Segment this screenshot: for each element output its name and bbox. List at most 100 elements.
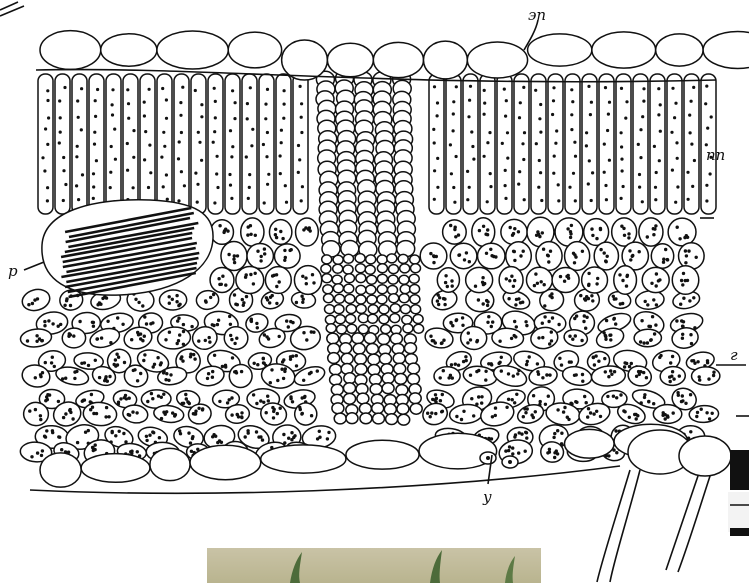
chloroplast	[676, 157, 679, 160]
chloroplast	[39, 414, 42, 417]
chloroplast	[455, 319, 458, 322]
chloroplast	[151, 430, 154, 433]
chloroplast	[64, 183, 67, 186]
mesophyll-cell	[236, 266, 264, 293]
chloroplast	[486, 304, 489, 307]
chloroplast	[556, 429, 559, 432]
vascular-cell	[378, 334, 390, 345]
chloroplast	[680, 279, 683, 282]
chloroplast	[267, 399, 270, 402]
chloroplast	[672, 377, 675, 380]
chloroplast	[212, 324, 215, 327]
chloroplast	[96, 88, 99, 91]
chloroplast	[252, 393, 255, 396]
chloroplast	[653, 332, 656, 335]
chloroplast	[249, 273, 252, 276]
chloroplast	[304, 276, 307, 279]
chloroplast	[297, 171, 300, 174]
chloroplast	[662, 411, 665, 414]
chloroplast	[613, 317, 616, 320]
chloroplast	[63, 86, 66, 89]
chloroplast	[73, 377, 76, 380]
chloroplast	[197, 407, 200, 410]
vascular-cell	[340, 343, 352, 354]
chloroplast	[646, 235, 649, 238]
chloroplast	[470, 130, 473, 133]
chloroplast	[584, 298, 587, 301]
chloroplast	[143, 158, 146, 161]
vascular-cell	[410, 285, 420, 294]
chloroplast	[631, 254, 634, 257]
chloroplast	[614, 322, 617, 325]
chloroplast	[316, 369, 319, 372]
vascular-cell	[393, 353, 405, 364]
chloroplast	[615, 396, 618, 399]
chloroplast	[106, 320, 109, 323]
vascular-cell	[353, 343, 365, 354]
chloroplast	[59, 116, 62, 119]
chloroplast	[442, 339, 445, 342]
chloroplast	[280, 141, 283, 144]
chloroplast	[131, 410, 134, 413]
mesophyll-cell	[614, 266, 637, 295]
chloroplast	[708, 417, 711, 420]
chloroplast	[574, 199, 577, 202]
chloroplast	[662, 261, 665, 264]
epidermis-cell	[81, 454, 150, 483]
chloroplast	[588, 159, 591, 162]
chloroplast	[150, 392, 153, 395]
chloroplast	[444, 281, 447, 284]
chloroplast	[518, 116, 521, 119]
palisade-cell	[72, 74, 87, 214]
chloroplast	[543, 304, 546, 307]
chloroplast	[224, 364, 227, 367]
chloroplast	[711, 412, 714, 415]
chloroplast	[92, 449, 95, 452]
chloroplast	[447, 376, 450, 379]
chloroplast	[606, 255, 609, 258]
chloroplast	[627, 236, 630, 239]
vascular-cell	[355, 354, 367, 365]
chloroplast	[630, 362, 633, 365]
chloroplast	[507, 297, 510, 300]
chloroplast	[226, 401, 229, 404]
chloroplast	[276, 412, 279, 415]
chloroplast	[117, 356, 120, 359]
chloroplast	[72, 334, 75, 337]
chloroplast	[449, 321, 452, 324]
chloroplast	[327, 431, 330, 434]
chloroplast	[434, 393, 437, 396]
chloroplast	[483, 113, 486, 116]
chloroplast	[302, 379, 305, 382]
chloroplast	[658, 356, 661, 359]
chloroplast	[218, 400, 221, 403]
chloroplast	[201, 407, 204, 410]
chloroplast	[114, 364, 117, 367]
chloroplast	[211, 435, 214, 438]
chloroplast	[285, 319, 288, 322]
chloroplast	[544, 403, 547, 406]
chloroplast	[178, 140, 181, 143]
chloroplast	[591, 171, 594, 174]
chloroplast	[433, 198, 436, 201]
chloroplast	[541, 322, 544, 325]
chloroplast	[51, 322, 54, 325]
chloroplast	[165, 98, 168, 101]
vascular-cell	[356, 295, 366, 304]
chloroplast	[454, 363, 457, 366]
chloroplast	[570, 113, 573, 116]
chloroplast	[39, 418, 42, 421]
chloroplast	[429, 335, 432, 338]
chloroplast	[489, 185, 492, 188]
chloroplast	[543, 315, 546, 318]
chloroplast	[620, 197, 623, 200]
chloroplast	[126, 88, 129, 91]
chloroplast	[607, 113, 610, 116]
chloroplast	[248, 173, 251, 176]
chloroplast	[276, 379, 279, 382]
chloroplast	[553, 155, 556, 158]
chloroplast	[463, 258, 466, 261]
chloroplast	[523, 198, 526, 201]
chloroplast	[590, 227, 593, 230]
chloroplast	[206, 377, 209, 380]
